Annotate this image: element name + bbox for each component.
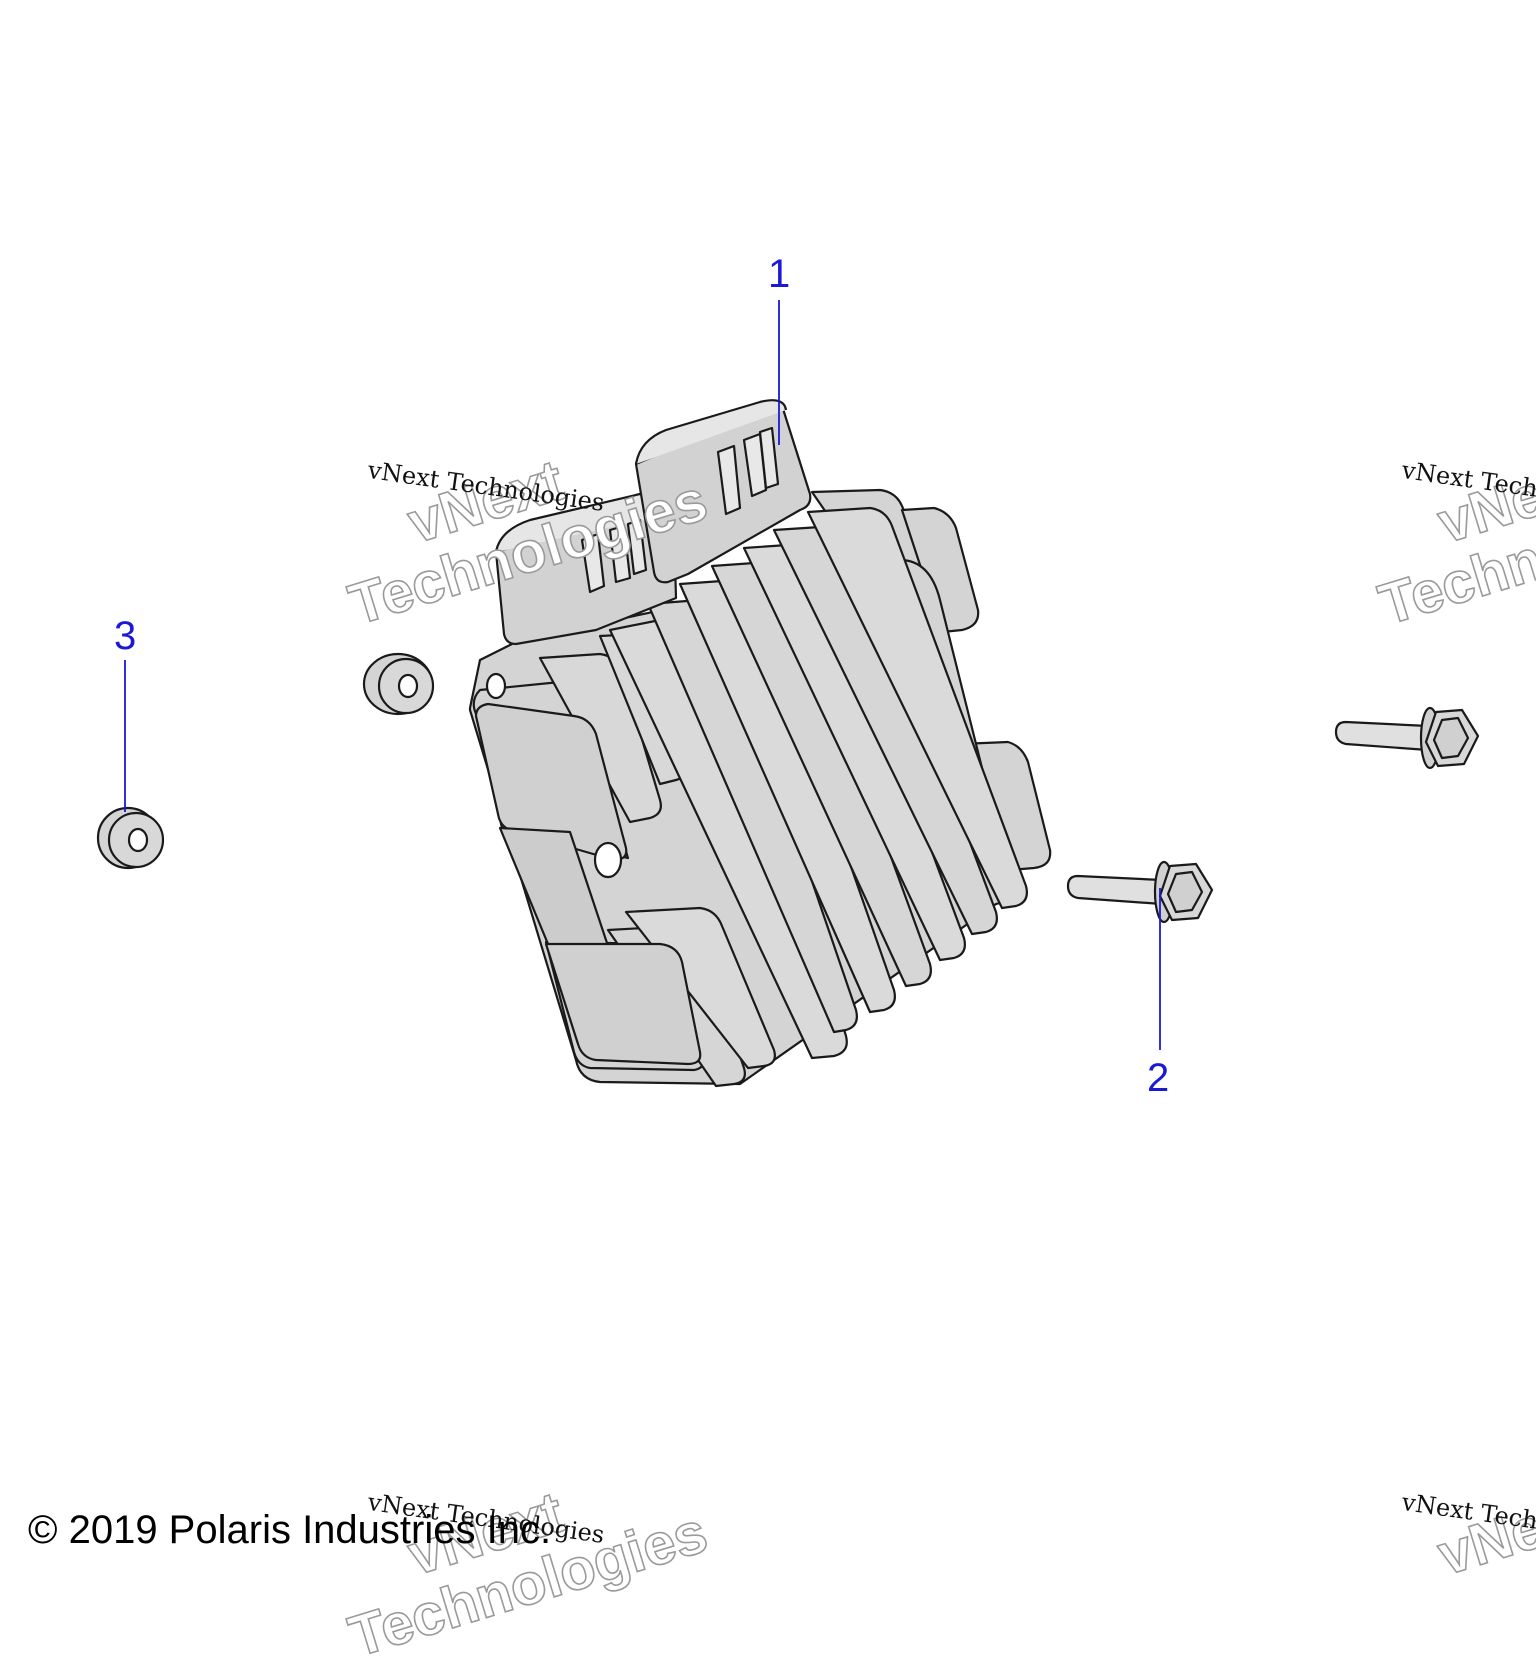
callout-3: 3 [114, 614, 137, 658]
callout-2: 2 [1147, 1056, 1170, 1100]
flange-nut [96, 806, 165, 870]
flange-nut-upper [362, 652, 435, 716]
flange-bolt [1066, 860, 1214, 924]
callout-1: 1 [768, 252, 791, 296]
copyright-notice: © 2019 Polaris Industries Inc. [28, 1508, 552, 1552]
parts-diagram [96, 300, 1480, 1088]
voltage-regulator [468, 399, 1052, 1088]
flange-bolt-upper [1334, 706, 1480, 770]
